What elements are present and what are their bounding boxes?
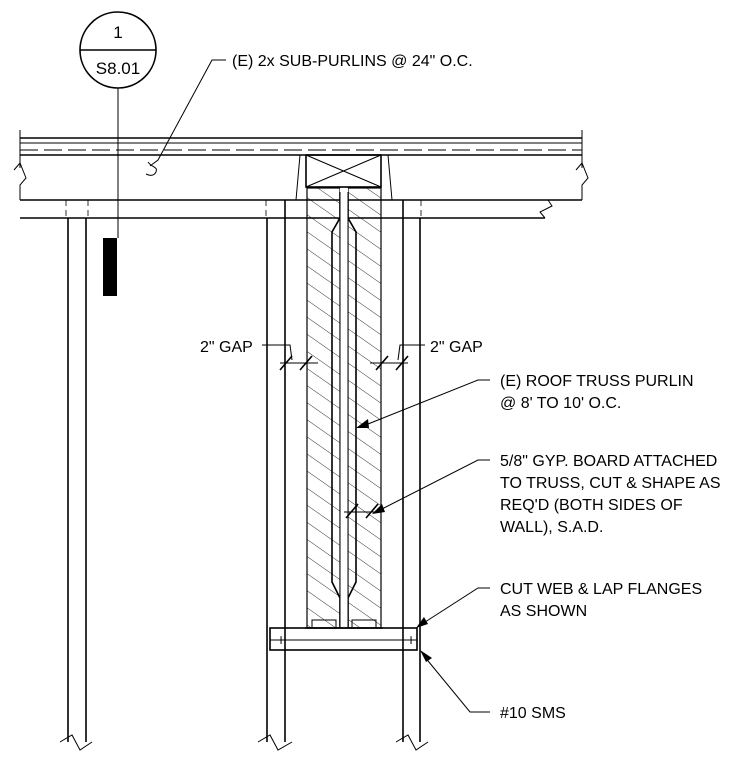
right-stud <box>395 200 429 751</box>
sms-leader <box>423 655 490 713</box>
note-gyp-line4: WALL), S.A.D. <box>500 519 603 536</box>
sub-purlin <box>20 199 582 219</box>
note-sms: #10 SMS <box>500 705 566 722</box>
truss-purlin-section <box>305 187 383 629</box>
center-left-stud <box>257 200 293 751</box>
cut-web-leader <box>421 587 490 625</box>
sub-purlins-leader <box>149 59 226 167</box>
note-truss-purlin-line2: @ 8' TO 10' O.C. <box>500 395 621 412</box>
sub-purlins-leader-hook <box>145 161 157 176</box>
note-gap-left: 2" GAP <box>200 339 253 356</box>
truss-top-chord <box>295 154 393 201</box>
gap-dimension-left <box>262 344 318 371</box>
note-gyp-line1: 5/8" GYP. BOARD ATTACHED <box>500 453 717 470</box>
section-tag-number: 1 <box>113 23 122 42</box>
note-sub-purlins: (E) 2x SUB-PURLINS @ 24" O.C. <box>232 53 473 70</box>
note-gyp-line2: TO TRUSS, CUT & SHAPE AS <box>500 475 721 492</box>
section-tag[interactable]: 1 S8.01 <box>79 11 157 296</box>
note-cut-web-line2: AS SHOWN <box>500 603 587 620</box>
note-cut-web-line1: CUT WEB & LAP FLANGES <box>500 581 702 598</box>
left-stud-pair <box>59 200 93 751</box>
section-cut-arrow <box>103 238 117 296</box>
gyp-board-leader <box>379 459 490 511</box>
truss-purlin-leader <box>362 379 490 427</box>
gap-dimension-right <box>370 344 425 371</box>
svg-text:+: + <box>276 633 286 647</box>
roof-deck <box>13 130 589 200</box>
section-tag-sheet: S8.01 <box>96 59 140 78</box>
svg-text:+: + <box>406 633 416 647</box>
note-gyp-line3: REQ'D (BOTH SIDES OF <box>500 497 683 514</box>
note-gap-right: 2" GAP <box>430 339 483 356</box>
bottom-track: + + <box>269 627 418 651</box>
note-truss-purlin-line1: (E) ROOF TRUSS PURLIN <box>500 373 694 390</box>
